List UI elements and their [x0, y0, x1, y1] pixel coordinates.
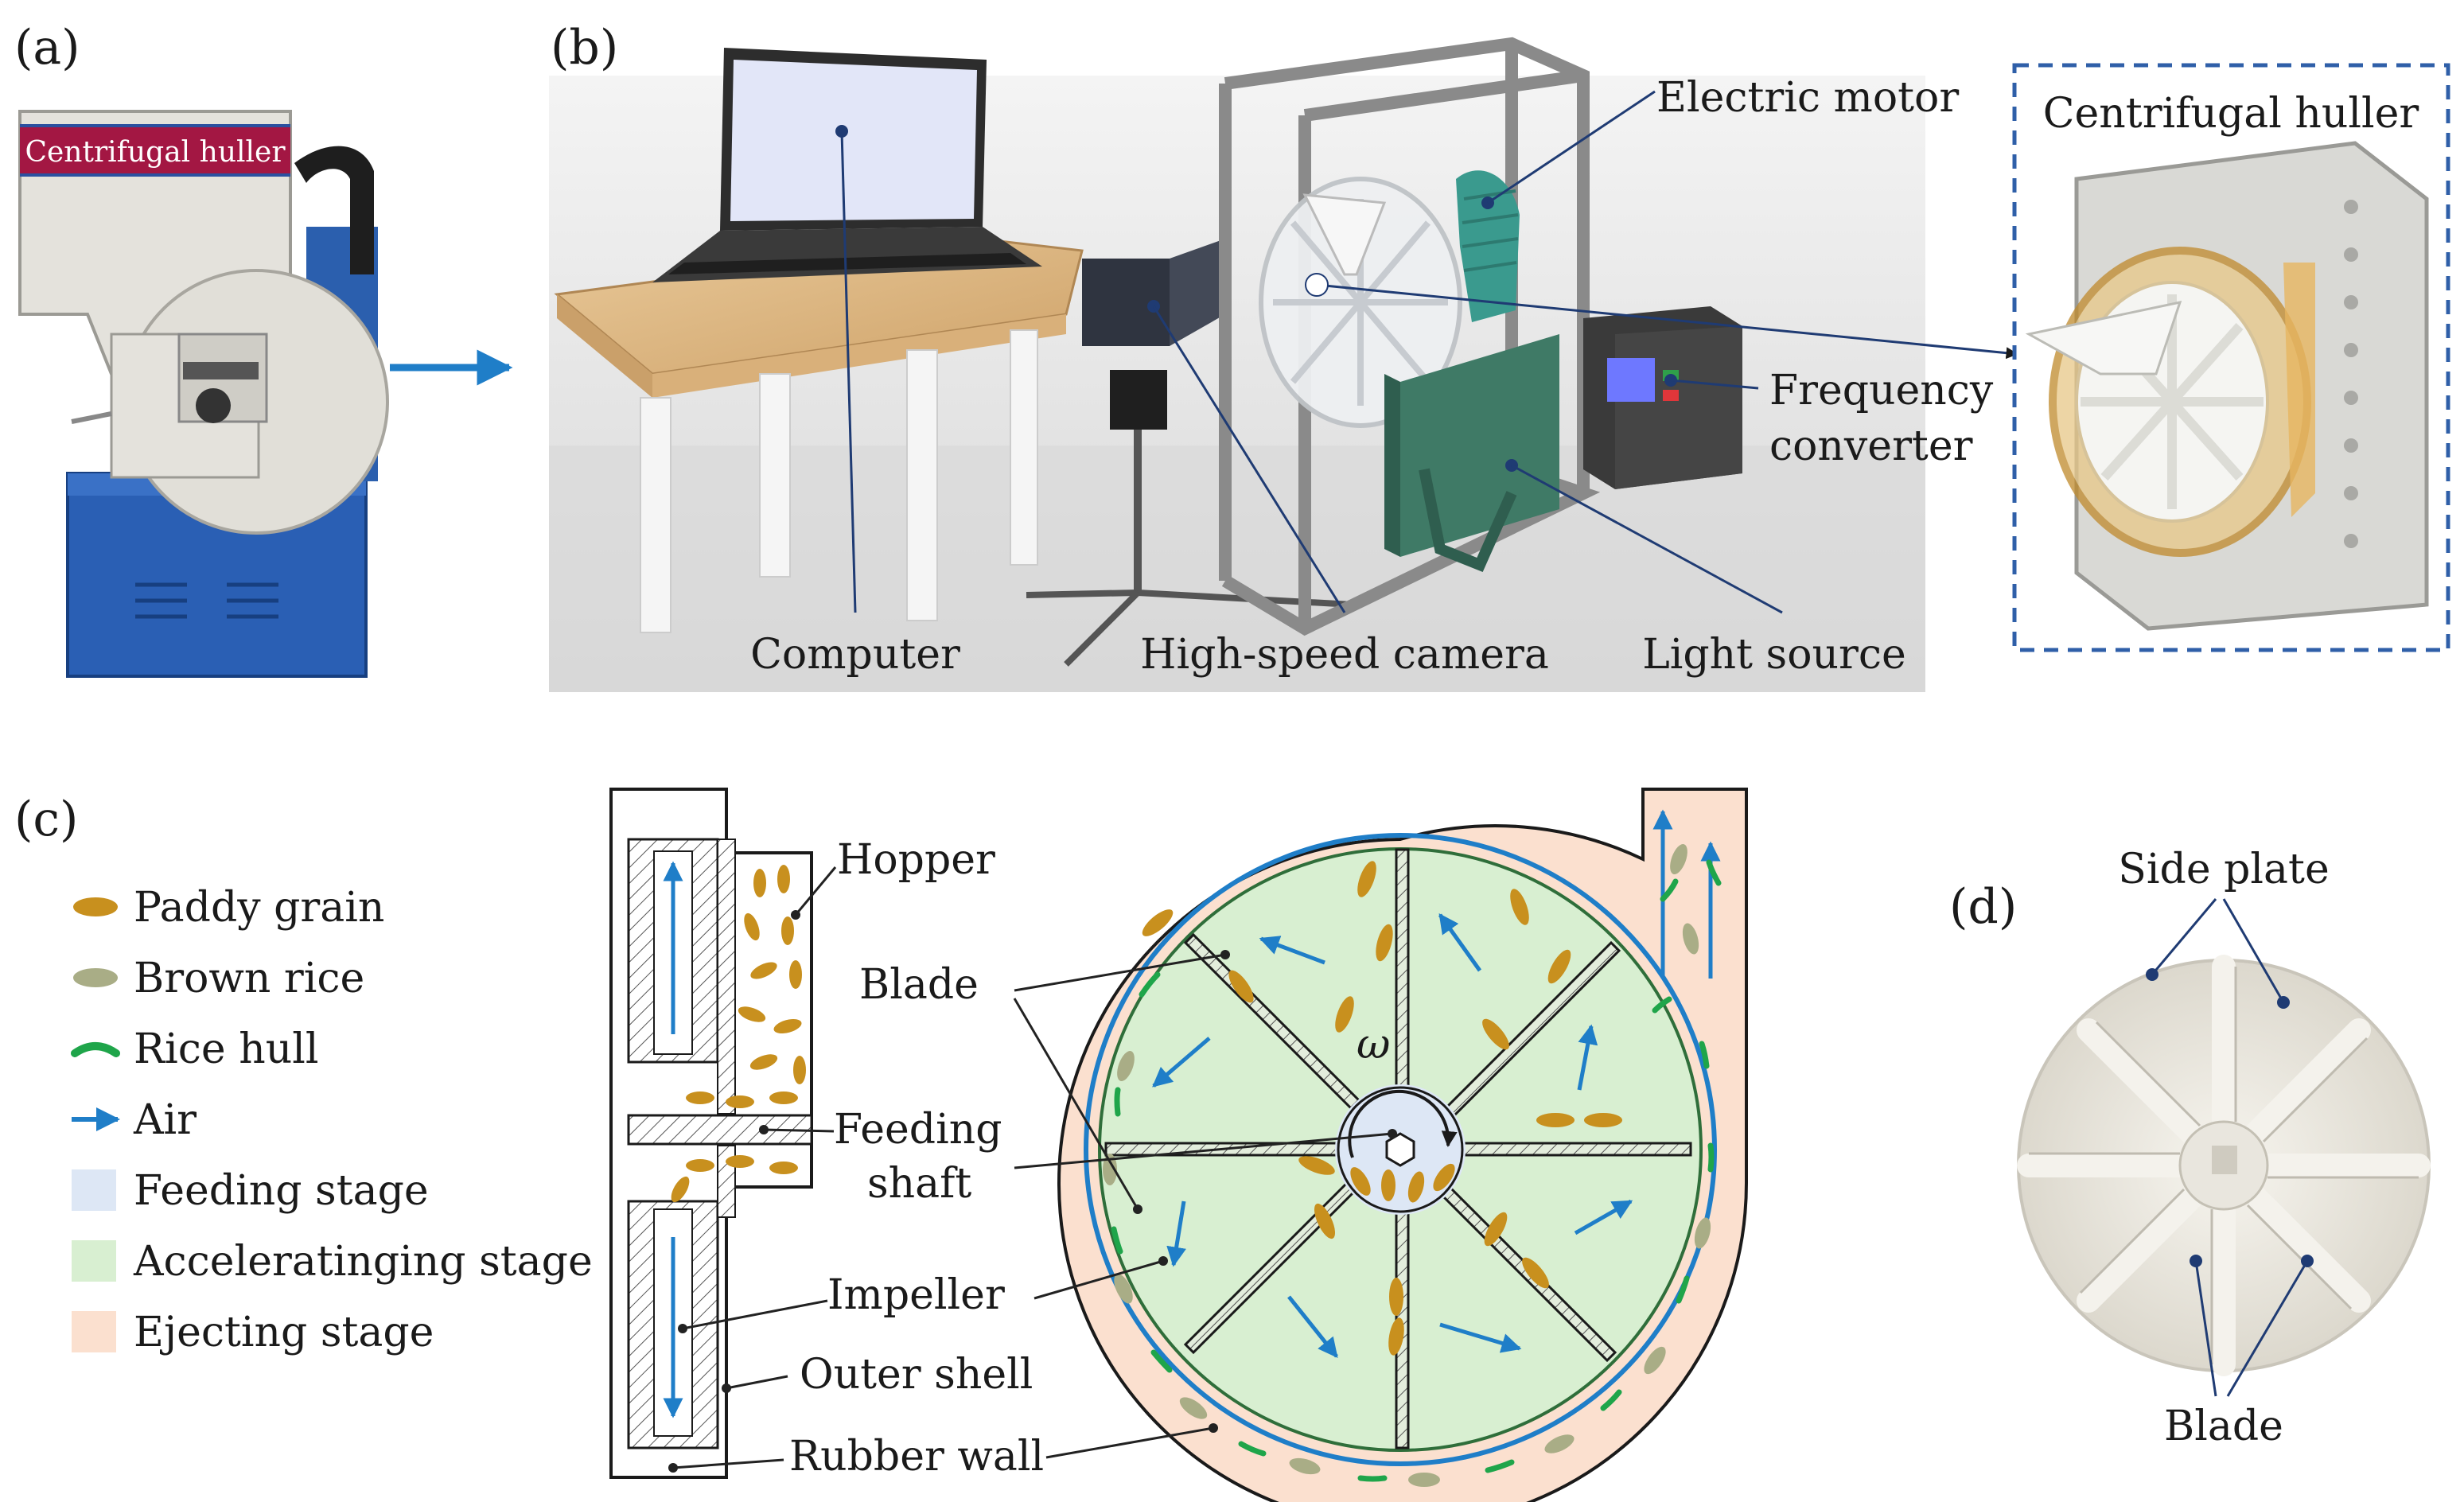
- label-converter: converter: [1769, 422, 1973, 470]
- legend-hull-symbol: [71, 1042, 120, 1057]
- legend-ejecting-label: Ejecting stage: [134, 1309, 434, 1356]
- light-source-illustration: [1384, 334, 1559, 573]
- legend-hull-label: Rice hull: [134, 1025, 318, 1073]
- legend-feeding-label: Feeding stage: [134, 1167, 429, 1215]
- legend-feeding-swatch: [72, 1169, 116, 1211]
- legend-accelerating-swatch: [72, 1240, 116, 1282]
- label-shaft: shaft: [867, 1160, 971, 1208]
- label-huller-inset: Centrifugal huller: [2043, 90, 2419, 138]
- impeller-photo: [2017, 955, 2431, 1376]
- panel-c-letter: (c): [14, 792, 78, 847]
- label-computer: Computer: [750, 631, 960, 679]
- ejecting-ring-particles: [1103, 843, 1722, 1487]
- test-frame-illustration: [1219, 37, 1601, 636]
- side-section-callouts: [668, 866, 837, 1473]
- panel-b: (b): [549, 20, 2450, 692]
- legend-paddy-symbol: [73, 897, 118, 916]
- huller-machine-photo: Centrifugal huller: [18, 110, 389, 678]
- label-high-speed-camera: High-speed camera: [1140, 631, 1549, 679]
- label-rubber-wall: Rubber wall: [789, 1433, 1044, 1481]
- legend-brown-rice-label: Brown rice: [134, 955, 364, 1002]
- legend-paddy-label: Paddy grain: [134, 884, 384, 932]
- panel-a: (a) Centrifugal huller: [14, 20, 513, 678]
- label-light-source: Light source: [1642, 631, 1906, 679]
- label-hopper: Hopper: [837, 836, 995, 884]
- side-cross-section: [609, 788, 813, 1479]
- machine-nameplate: Centrifugal huller: [25, 136, 286, 169]
- panel-b-leaders: [835, 90, 2018, 614]
- panel-b-letter: (b): [551, 20, 618, 76]
- label-side-plate: Side plate: [2118, 846, 2329, 893]
- panel-d-leaders: [2146, 898, 2314, 1397]
- panel-d: (d): [1949, 846, 2431, 1450]
- panel-c: (c) Paddy grain Brown rice Rice hull Air…: [14, 788, 1749, 1502]
- huller-inset: Centrifugal huller: [2012, 63, 2450, 652]
- legend-accelerating-label: Acceleratinging stage: [133, 1238, 593, 1286]
- front-view-huller: ω: [1013, 788, 1749, 1502]
- impeller-air-arrows: [1152, 912, 1633, 1358]
- legend-brown-rice-symbol: [73, 968, 118, 987]
- camera-illustration: [1026, 239, 1353, 667]
- label-electric-motor: Electric motor: [1656, 74, 1959, 122]
- computer-table-illustration: [554, 48, 1084, 633]
- front-view-leaders: [1013, 950, 1397, 1459]
- label-outer-shell: Outer shell: [800, 1351, 1033, 1399]
- label-blade-d: Blade: [2164, 1403, 2283, 1450]
- legend-air-label: Air: [133, 1096, 197, 1144]
- legend: Paddy grain Brown rice Rice hull Air Fee…: [71, 884, 593, 1356]
- panel-d-letter: (d): [1949, 879, 2017, 935]
- frequency-converter-illustration: [1583, 306, 1742, 489]
- omega-symbol: ω: [1357, 1021, 1390, 1068]
- label-blade: Blade: [859, 961, 979, 1009]
- legend-ejecting-swatch: [72, 1311, 116, 1352]
- label-feeding: Feeding: [834, 1106, 1002, 1154]
- label-frequency: Frequency: [1769, 367, 1994, 414]
- panel-a-letter: (a): [14, 20, 80, 76]
- label-impeller: Impeller: [827, 1271, 1005, 1319]
